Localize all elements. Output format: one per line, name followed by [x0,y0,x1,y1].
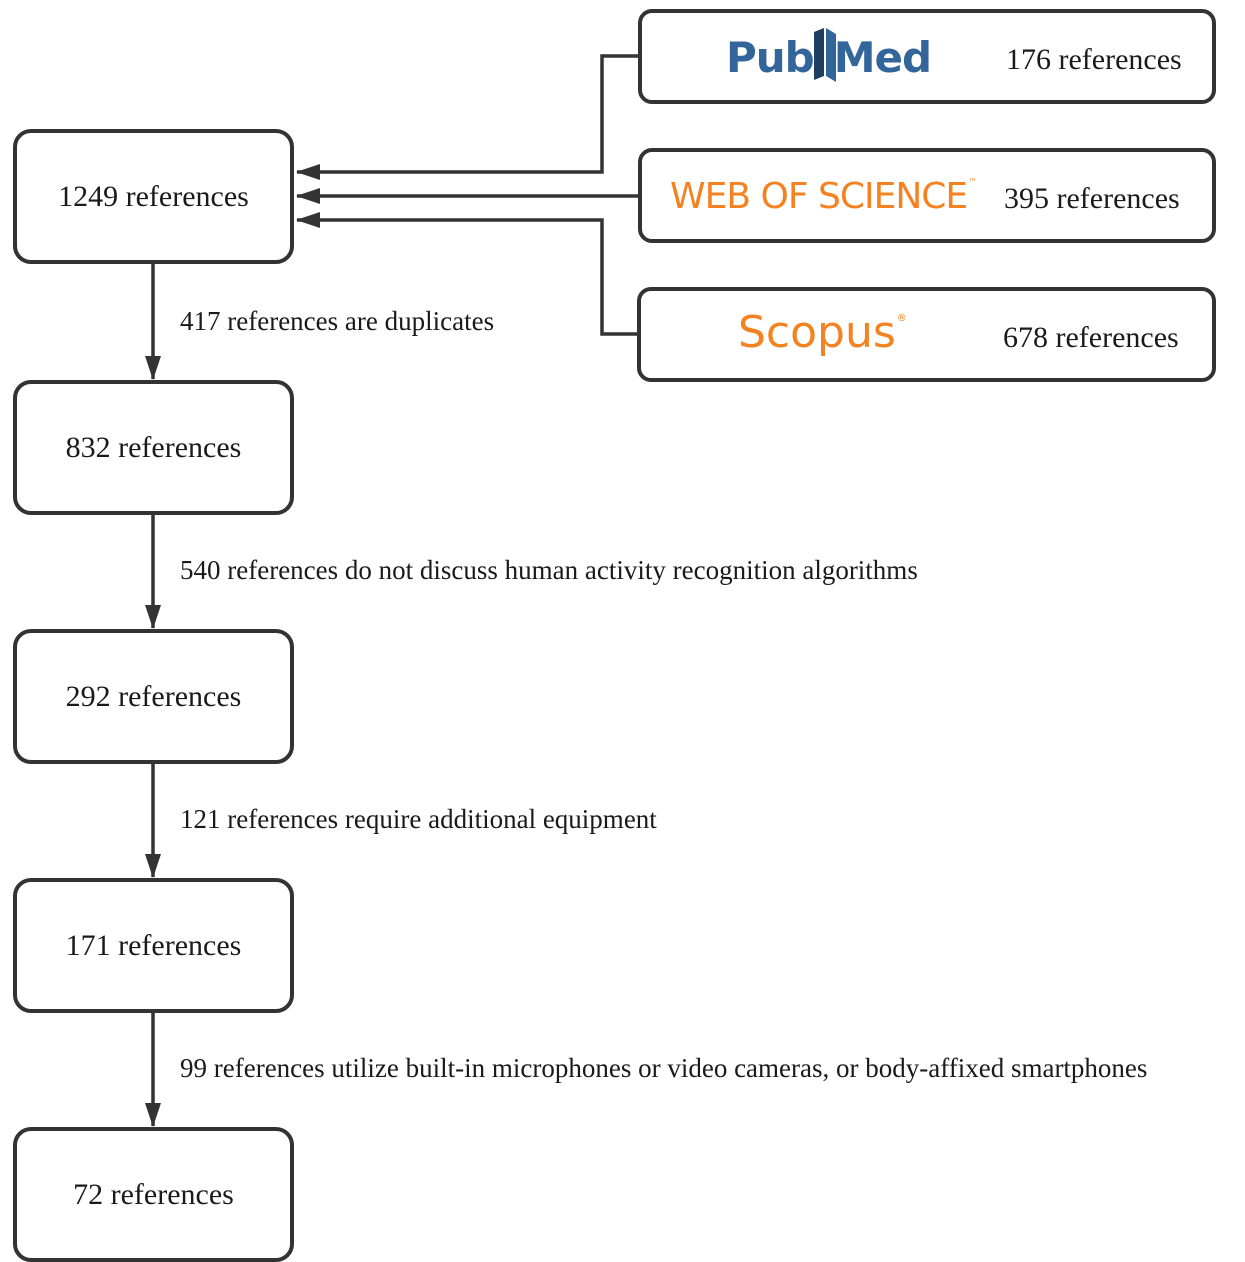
stage-box-1: 1249 references [13,129,294,264]
stage-count: 171 references [65,928,242,962]
web-of-science-count: 395 references [1004,182,1180,215]
web-of-science-logo: WEB OF SCIENCE™ [670,176,977,217]
exclusion-label-3: 121 references require additional equipm… [180,804,657,834]
source-box-scopus: Scopus® 678 references [637,287,1216,382]
web-of-science-logo-text: WEB OF SCIENCE [670,176,968,217]
stage-count: 72 references [73,1177,234,1211]
stage-count: 1249 references [58,179,249,213]
open-book-icon [813,27,836,82]
registered-mark: ® [896,313,907,324]
pubmed-logo-pub: Pub [726,33,815,82]
trademark-mark: ™ [968,178,977,188]
scopus-count: 678 references [1003,321,1179,354]
source-box-pubmed: Pub Med 176 references [638,9,1216,104]
stage-box-3: 292 references [13,629,294,764]
pubmed-count: 176 references [1006,43,1182,76]
stage-box-5: 72 references [13,1127,294,1262]
stage-count: 832 references [65,430,242,464]
stage-box-4: 171 references [13,878,294,1013]
scopus-logo: Scopus® [738,307,907,358]
pubmed-logo: Pub Med [726,27,932,84]
exclusion-label-4: 99 references utilize built-in microphon… [180,1053,1148,1083]
stage-count: 292 references [65,679,242,713]
connector-pubmed [296,54,640,180]
source-box-web-of-science: WEB OF SCIENCE™ 395 references [638,148,1216,243]
exclusion-label-2: 540 references do not discuss human acti… [180,555,918,585]
stage-box-2: 832 references [13,380,294,515]
pubmed-logo-med: Med [833,33,932,82]
connector-scopus [296,212,640,336]
exclusion-label-1: 417 references are duplicates [180,306,495,336]
scopus-logo-text: Scopus [738,307,896,358]
